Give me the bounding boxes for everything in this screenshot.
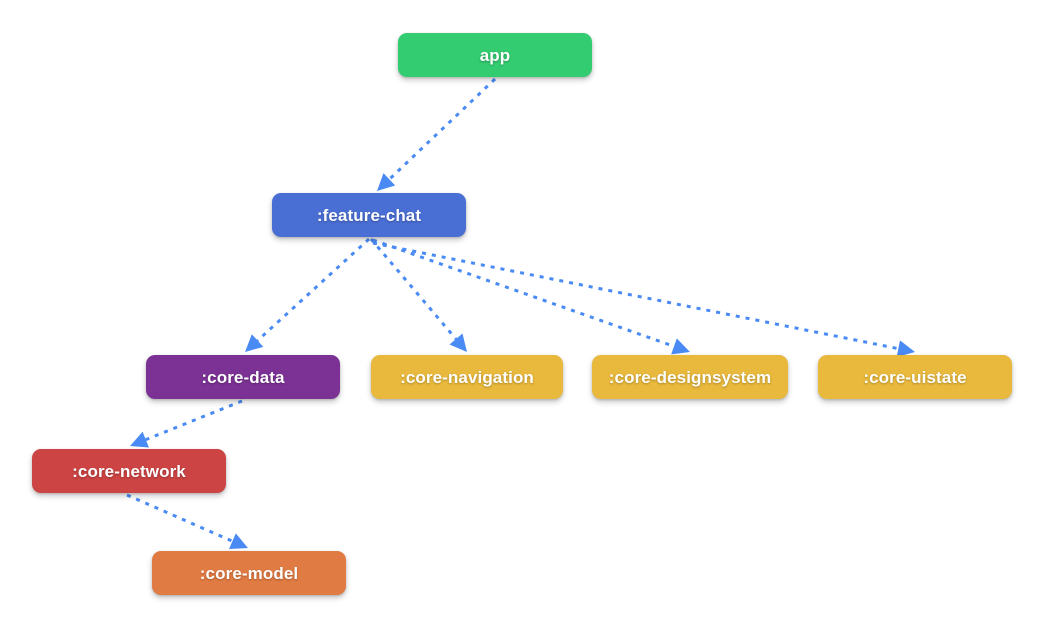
graph-node-label: :core-uistate (863, 367, 967, 387)
graph-node-label: :core-designsystem (608, 367, 772, 387)
graph-node-core-model[interactable]: :core-model (152, 551, 346, 595)
graph-node-label: :feature-chat (316, 205, 422, 225)
graph-node-label: :core-data (201, 367, 285, 387)
graph-node-core-data[interactable]: :core-data (146, 355, 340, 399)
graph-node-label: :core-network (72, 461, 186, 481)
graph-node-core-uistate[interactable]: :core-uistate (818, 355, 1012, 399)
graph-node-label: :core-navigation (400, 367, 534, 387)
graph-node-app[interactable]: app (398, 33, 592, 77)
graph-node-label: :core-model (199, 563, 299, 583)
graph-node-label: app (479, 45, 511, 65)
graph-node-core-designsystem[interactable]: :core-designsystem (592, 355, 788, 399)
graph-node-core-navigation[interactable]: :core-navigation (371, 355, 563, 399)
graph-node-feature-chat[interactable]: :feature-chat (272, 193, 466, 237)
graph-node-core-network[interactable]: :core-network (32, 449, 226, 493)
